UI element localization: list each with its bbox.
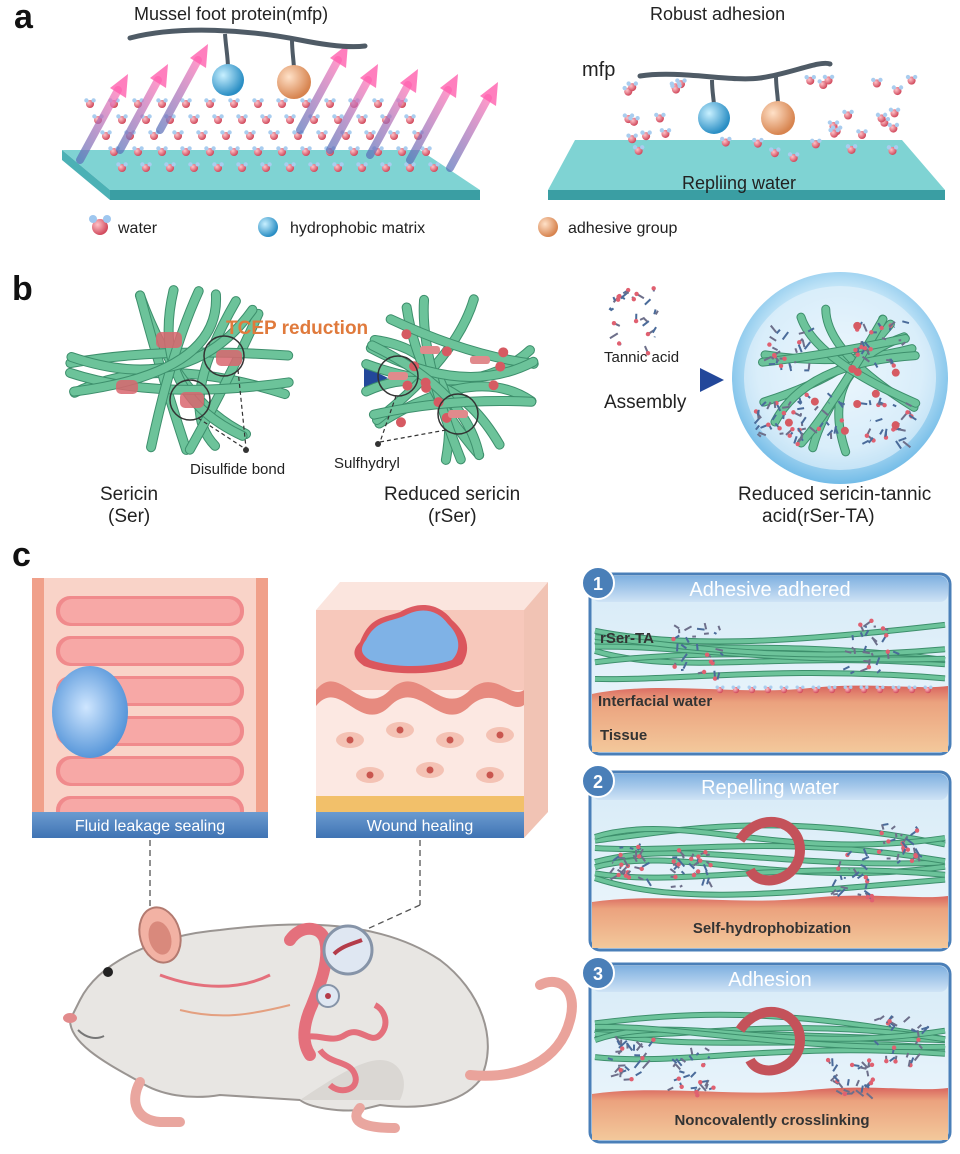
sealant-blob	[52, 666, 128, 758]
tannic-acid-molecule	[609, 286, 658, 355]
sericin-abbr: (Ser)	[108, 506, 150, 527]
mfp-title: Mussel foot protein(mfp)	[134, 4, 328, 24]
legend-water: water	[89, 215, 158, 237]
panel-a-letter: a	[14, 0, 34, 36]
reduced-sericin-name: Reduced sericin	[384, 484, 520, 505]
rser-ta-name: Reduced sericin-tannic	[738, 484, 931, 505]
sulfhydryl-label: Sulfhydryl	[334, 455, 400, 472]
step-2-title: Repelling water	[701, 777, 839, 799]
repelling-water-surface-label: Repliing water	[682, 173, 796, 193]
blue-sphere-icon	[258, 217, 278, 237]
wound-panel: Wound healing	[316, 582, 548, 838]
legend-adhesive-label: adhesive group	[568, 220, 678, 237]
step-1-number: 1	[593, 574, 603, 594]
step-2-bottom-label: Self-hydrophobization	[693, 920, 851, 937]
left-surface-slab	[62, 150, 480, 200]
step-2-box: 2 Repelling water Self-hydrophobization	[582, 765, 950, 950]
panel-b: b Disulfide bond Sericin (Ser) TCEP redu…	[12, 270, 948, 527]
step-1-box: 1 Adhesive adhered rSer-TA Interfacial w…	[582, 567, 950, 754]
wound-healing-caption: Wound healing	[367, 818, 473, 835]
rat-illustration	[63, 903, 572, 1128]
mechanism-steps: 1 Adhesive adhered rSer-TA Interfacial w…	[582, 567, 950, 1142]
tcep-reduction-label: TCEP reduction	[226, 318, 368, 339]
step-3-title: Adhesion	[728, 969, 811, 991]
step-1-tissue-label: Tissue	[600, 727, 647, 744]
reduced-sericin-abbr: (rSer)	[428, 506, 477, 527]
mfp-label: mfp	[582, 59, 615, 81]
assembly-label: Assembly	[604, 392, 687, 413]
panel-c-letter: c	[12, 536, 31, 574]
step-1-title: Adhesive adhered	[689, 579, 850, 601]
legend-hydrophobic: hydrophobic matrix	[258, 217, 425, 237]
panel-a: a Mussel foot protein(mfp) Robust adhesi…	[14, 0, 945, 237]
panel-b-letter: b	[12, 270, 33, 308]
hydrophobic-sphere-icon	[212, 64, 244, 96]
legend-water-label: water	[117, 220, 158, 237]
rser-ta-abbr: acid(rSer-TA)	[762, 506, 875, 527]
step-1-rser-ta-label: rSer-TA	[600, 630, 654, 647]
intestine-panel: Fluid leakage sealing	[32, 578, 268, 838]
step-3-number: 3	[593, 964, 603, 984]
panel-c: c Fluid leakage sealing Wound healing	[12, 536, 950, 1142]
tannic-acid-label: Tannic acid	[604, 349, 679, 366]
rser-ta-bubble	[732, 272, 948, 484]
legend-adhesive: adhesive group	[538, 217, 678, 237]
robust-adhesion-title: Robust adhesion	[650, 4, 785, 24]
reduced-sericin-network	[366, 299, 534, 460]
panel-a-legend: water hydrophobic matrix adhesive group	[89, 215, 678, 237]
sericin-name: Sericin	[100, 484, 158, 505]
disulfide-bond-label: Disulfide bond	[190, 461, 285, 478]
orange-sphere-icon	[538, 217, 558, 237]
step-3-bottom-label: Noncovalently crosslinking	[674, 1112, 869, 1129]
fluid-leakage-caption: Fluid leakage sealing	[75, 818, 225, 835]
step-1-interfacial-water-label: Interfacial water	[598, 693, 712, 710]
step-3-box: 3 Adhesion Noncovalently crosslinking	[582, 957, 950, 1142]
assembly-arrow-head	[700, 368, 724, 392]
left-mfp-strand	[130, 30, 365, 99]
adhesive-sphere-icon	[277, 65, 311, 99]
right-mfp-strand	[640, 63, 830, 135]
sericin-network	[70, 290, 289, 450]
legend-hydrophobic-label: hydrophobic matrix	[290, 220, 425, 237]
step-2-number: 2	[593, 772, 603, 792]
